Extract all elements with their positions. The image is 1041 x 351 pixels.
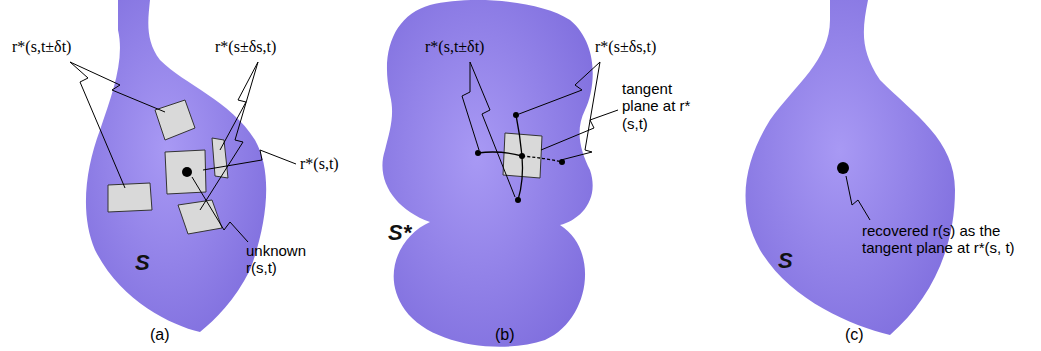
stencil xyxy=(478,115,562,200)
point-label: r*(s±δs,t) xyxy=(215,38,276,56)
patches xyxy=(108,100,228,234)
surface-name: S xyxy=(778,248,793,273)
callout-note: unknown r(s,t) xyxy=(246,242,316,277)
recovered-point xyxy=(837,162,849,174)
point-label: r*(s,t±δt) xyxy=(425,38,484,56)
surface-name: S* xyxy=(388,220,411,245)
leaders-b xyxy=(462,62,618,197)
panel-caption: (b) xyxy=(495,326,515,344)
surface-s-recovered xyxy=(746,0,955,335)
leaders-a xyxy=(70,62,296,242)
panel-caption: (c) xyxy=(845,326,864,344)
point-label: r*(s±δs,t) xyxy=(595,38,656,56)
point xyxy=(182,167,192,177)
leaders-c xyxy=(846,176,870,220)
stencil-points xyxy=(475,112,565,203)
point-label: r*(s,t) xyxy=(300,155,339,173)
callout-note: recovered r(s) as the tangent plane at r… xyxy=(862,222,1034,257)
panel-caption: (a) xyxy=(150,326,170,344)
surface-s-star xyxy=(382,0,592,347)
point-label: r*(s,t±δt) xyxy=(12,38,71,56)
callout-note: tangent plane at r*(s,t) xyxy=(622,80,704,132)
surface-name: S xyxy=(135,250,150,275)
